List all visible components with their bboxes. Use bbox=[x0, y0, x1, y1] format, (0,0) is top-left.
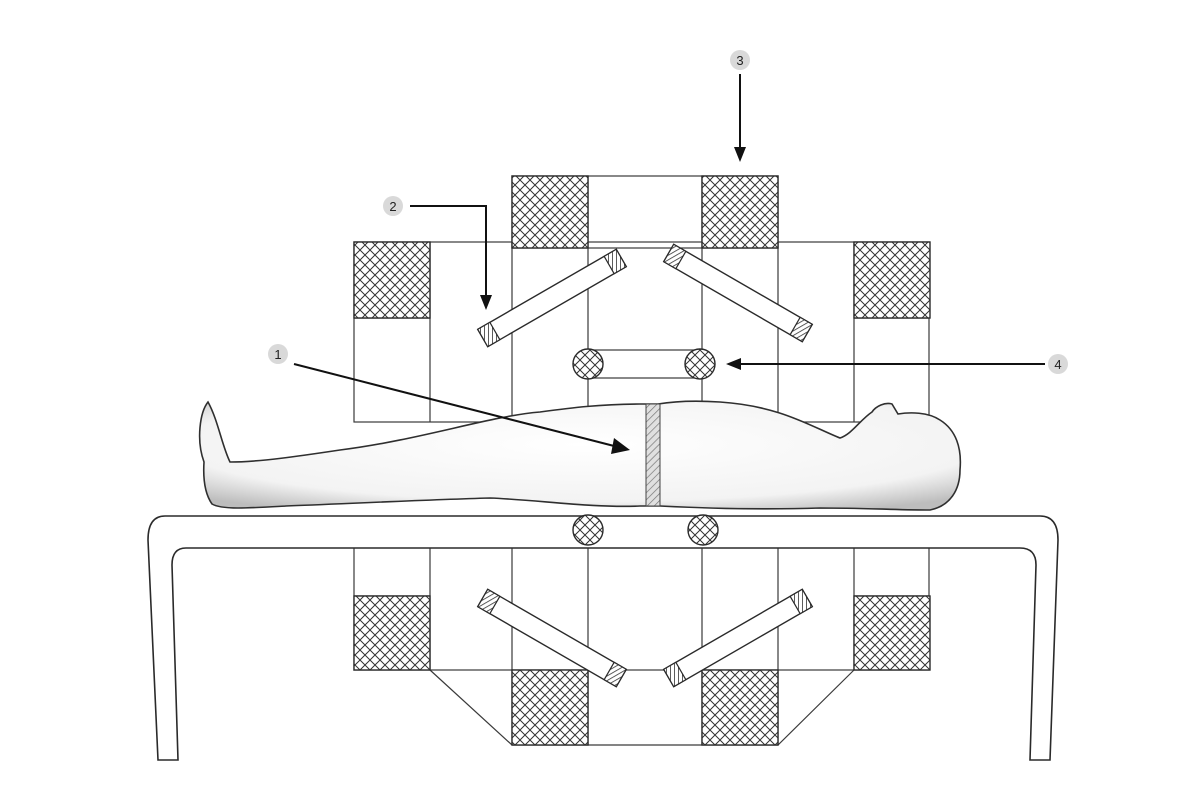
coil-bottom-right bbox=[701, 669, 779, 746]
coil-top-left bbox=[511, 175, 589, 249]
callout-2-label: 2 bbox=[389, 199, 396, 214]
callout-4-arrow bbox=[726, 358, 1045, 370]
upper-ring-pair bbox=[572, 348, 716, 380]
callout-2: 2 bbox=[383, 196, 403, 216]
lower-ring-pair bbox=[572, 514, 719, 546]
detector-upper-right bbox=[662, 243, 814, 343]
ring-upper-right bbox=[684, 348, 716, 380]
callout-2-arrow bbox=[410, 205, 492, 310]
callout-1-arrow bbox=[293, 363, 630, 454]
magnet-coils bbox=[353, 175, 931, 746]
coil-lower-outer-left bbox=[353, 595, 431, 671]
detector-bars bbox=[476, 243, 814, 688]
coil-lower-outer-right bbox=[853, 595, 931, 671]
coil-upper-outer-left bbox=[353, 241, 431, 319]
callout-1: 1 bbox=[268, 344, 288, 364]
imaging-slice bbox=[645, 403, 661, 507]
patient-table bbox=[147, 515, 1059, 761]
coil-bottom-left bbox=[511, 669, 589, 746]
gantry-upper-frame bbox=[353, 175, 930, 423]
callout-3: 3 bbox=[730, 50, 750, 70]
callout-4-label: 4 bbox=[1054, 357, 1061, 372]
callout-3-label: 3 bbox=[736, 53, 743, 68]
coil-upper-outer-right bbox=[853, 241, 931, 319]
coil-top-right bbox=[701, 175, 779, 249]
detector-lower-right bbox=[662, 588, 814, 688]
ring-lower-right bbox=[687, 514, 719, 546]
patient-body bbox=[198, 400, 962, 511]
callout-4: 4 bbox=[1048, 354, 1068, 374]
callout-3-arrow bbox=[734, 74, 746, 162]
detector-lower-left bbox=[476, 588, 628, 688]
detector-upper-left bbox=[476, 248, 628, 348]
gantry-lower-frame bbox=[353, 544, 930, 746]
ring-lower-left bbox=[572, 514, 604, 546]
ring-upper-left bbox=[572, 348, 604, 380]
callout-1-label: 1 bbox=[274, 347, 281, 362]
